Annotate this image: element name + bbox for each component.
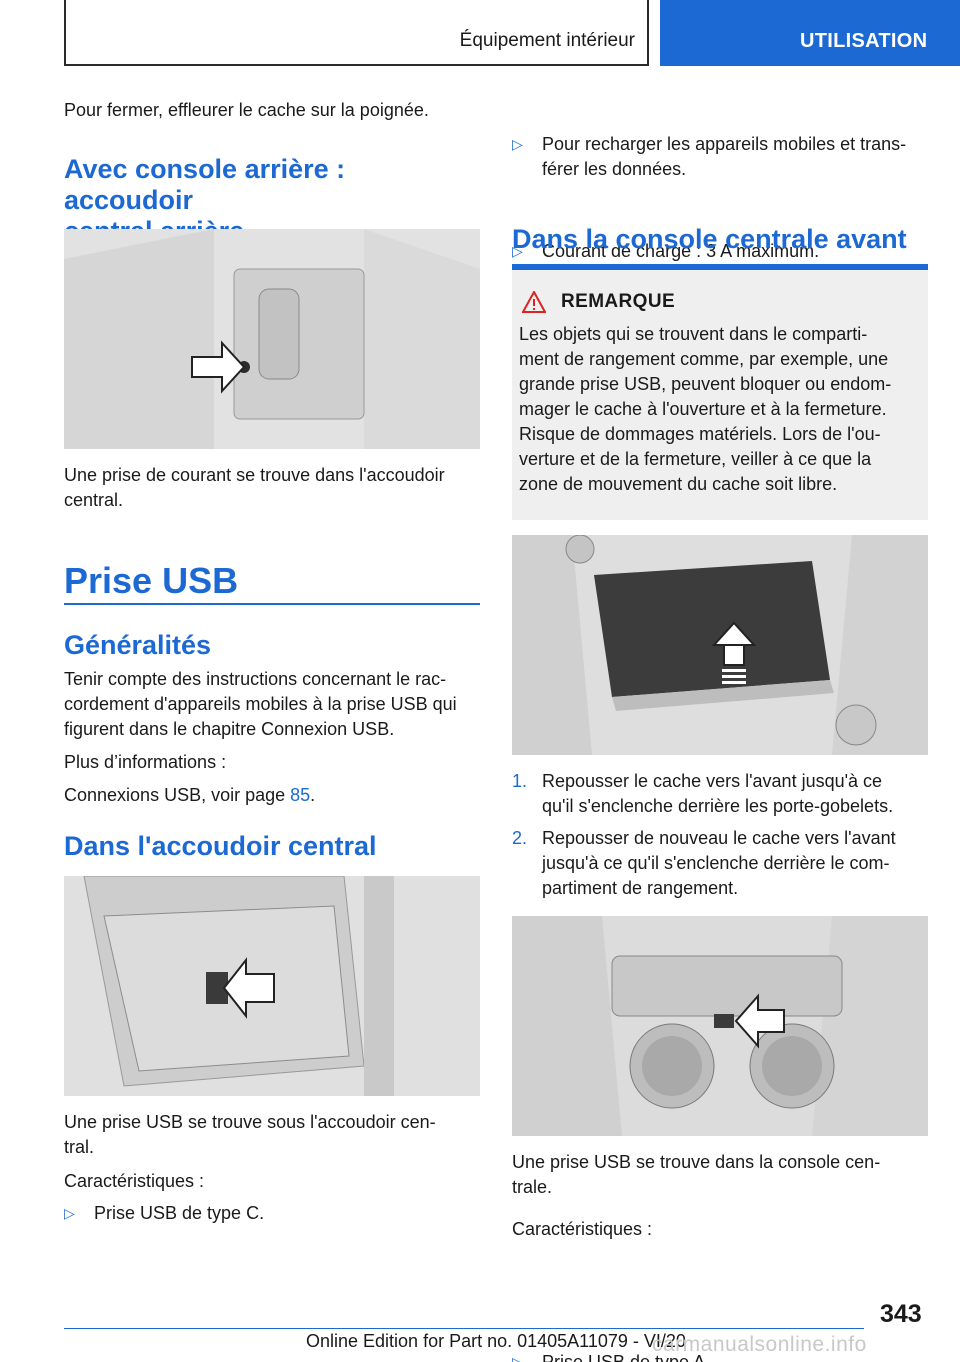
bullet-recharge-line1: Pour recharger les appareils mobiles et … bbox=[542, 134, 907, 154]
armrest-caption-line1: Une prise USB se trouve sous l'accoudoir… bbox=[64, 1112, 436, 1132]
bullet-recharge: ▷ Pour recharger les appareils mobiles e… bbox=[512, 132, 928, 182]
armrest-caption: Une prise USB se trouve sous l'accoudoir… bbox=[64, 1110, 480, 1160]
step-line: qu'il s'enclenche derrière les porte-gob… bbox=[542, 796, 894, 816]
rear-caption-line1: Une prise de courant se trouve dans l'ac… bbox=[64, 465, 445, 485]
bullet-typea-text: Prise USB de type A. bbox=[542, 1352, 711, 1362]
armrest-usb-photo bbox=[64, 876, 480, 1096]
more-info-label: Plus d’informations : bbox=[64, 752, 227, 772]
step-line: jusqu'à ce qu'il s'enclenche derrière le… bbox=[542, 853, 890, 873]
watermark: carmanualsonline.info bbox=[652, 1333, 867, 1356]
rear-armrest-photo bbox=[64, 229, 480, 449]
general-line3: figurent dans le chapitre Connexion USB. bbox=[64, 719, 395, 739]
note-line: verture et de la fermeture, veiller à ce… bbox=[519, 449, 872, 469]
reference-text: Connexions USB, voir page bbox=[64, 785, 291, 805]
bullet-recharge-line2: férer les données. bbox=[542, 159, 687, 179]
note-title: REMARQUE bbox=[561, 291, 676, 312]
front-console-usb-photo bbox=[512, 916, 928, 1136]
features-label-right: Caractéristiques : bbox=[512, 1219, 653, 1239]
general-line2: cordement d'appareils mobiles à la prise… bbox=[64, 694, 457, 714]
warning-icon bbox=[522, 291, 546, 313]
features-label-left: Caractéristiques : bbox=[64, 1171, 205, 1191]
bullet-triangle-icon: ▷ bbox=[512, 243, 523, 259]
heading-armrest: Dans l'accoudoir central bbox=[64, 831, 377, 861]
front-console-cover-photo bbox=[512, 535, 928, 755]
bullet-typea: ▷ Prise USB de type A. bbox=[512, 1350, 928, 1362]
rear-caption: Une prise de courant se trouve dans l'ac… bbox=[64, 463, 480, 513]
step-line: Repousser de nouveau le cache vers l'ava… bbox=[542, 828, 896, 848]
heading-general: Généralités bbox=[64, 630, 212, 660]
rear-caption-line2: central. bbox=[64, 490, 124, 510]
step-number: 2. bbox=[512, 828, 528, 848]
note-top-bar bbox=[512, 264, 928, 270]
front-caption: Une prise USB se trouve dans la console … bbox=[512, 1150, 928, 1200]
note-line: Risque de dommages matériels. Lors de l'… bbox=[519, 424, 881, 444]
note-line: mager le cache à l'ouverture et à la fer… bbox=[519, 399, 887, 419]
note-box: REMARQUE Les objets qui se trouvent dans… bbox=[512, 270, 928, 520]
bullet-triangle-icon: ▷ bbox=[512, 1354, 523, 1362]
step-1: 1. Repousser le cache vers l'avant jusqu… bbox=[512, 769, 928, 819]
footer-edition: Online Edition for Part no. 01405A11079 … bbox=[306, 1331, 686, 1351]
page-number: 343 bbox=[880, 1300, 922, 1328]
intro-paragraph: Pour fermer, effleurer le cache sur la p… bbox=[64, 100, 429, 120]
bullet-current: ▷ Courant de charge : 3 A maximum. bbox=[512, 239, 928, 264]
heading-usb: Prise USB bbox=[64, 560, 239, 601]
front-caption-line1: Une prise USB se trouve dans la console … bbox=[512, 1152, 881, 1172]
bullet-triangle-icon: ▷ bbox=[64, 1205, 75, 1221]
note-text: Les objets qui se trouvent dans le compa… bbox=[519, 322, 923, 497]
reference-end: . bbox=[310, 785, 316, 805]
heading-usb-rule bbox=[64, 603, 480, 605]
heading-rear-line1: Avec console arrière : accoudoir bbox=[64, 154, 346, 215]
general-paragraph: Tenir compte des instructions concernant… bbox=[64, 667, 480, 742]
bullet-current-text: Courant de charge : 3 A maximum. bbox=[542, 241, 820, 261]
cross-reference: Connexions USB, voir page 85. bbox=[64, 783, 480, 808]
chapter-title: UTILISATION bbox=[800, 30, 928, 52]
header-section-box: Équipement intérieur bbox=[64, 0, 649, 66]
note-line: grande prise USB, peuvent bloquer ou end… bbox=[519, 374, 892, 394]
step-line: partiment de rangement. bbox=[542, 878, 739, 898]
step-number: 1. bbox=[512, 771, 528, 791]
step-2: 2. Repousser de nouveau le cache vers l'… bbox=[512, 826, 928, 901]
armrest-caption-line2: tral. bbox=[64, 1137, 95, 1157]
note-line: zone de mouvement du cache soit libre. bbox=[519, 474, 838, 494]
step-line: Repousser le cache vers l'avant jusqu'à … bbox=[542, 771, 883, 791]
bullet-typec-text: Prise USB de type C. bbox=[94, 1203, 265, 1223]
footer-rule bbox=[64, 1328, 864, 1329]
note-line: ment de rangement comme, par exemple, un… bbox=[519, 349, 889, 369]
bullet-typec: ▷ Prise USB de type C. bbox=[64, 1201, 480, 1226]
section-title: Équipement intérieur bbox=[459, 30, 635, 51]
heading-front-console: Dans la console centrale avant bbox=[512, 224, 907, 254]
note-line: Les objets qui se trouvent dans le compa… bbox=[519, 324, 868, 344]
header-chapter-tab: UTILISATION bbox=[660, 0, 960, 66]
bullet-triangle-icon: ▷ bbox=[512, 136, 523, 152]
front-caption-line2: trale. bbox=[512, 1177, 553, 1197]
reference-page-link[interactable]: 85 bbox=[290, 785, 311, 805]
general-line1: Tenir compte des instructions concernant… bbox=[64, 669, 447, 689]
